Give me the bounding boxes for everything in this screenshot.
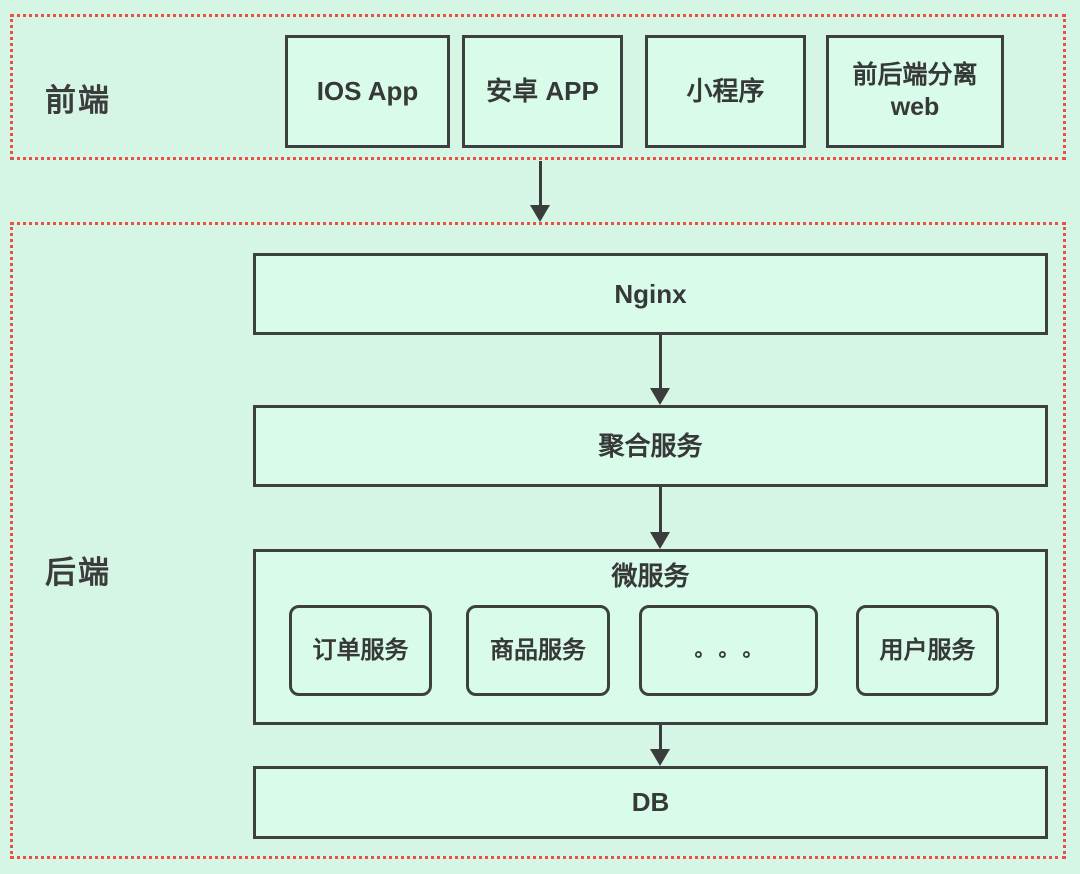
backend-section-label: 后端 xyxy=(45,555,111,590)
node-mini-program: 小程序 xyxy=(645,35,806,148)
node-android-app: 安卓 APP xyxy=(462,35,623,148)
node-separated-web: 前后端分离 web xyxy=(826,35,1004,148)
arrow-down-icon xyxy=(530,205,550,222)
node-more-services-ellipsis: 。。。 xyxy=(639,605,818,696)
node-user-service: 用户服务 xyxy=(856,605,999,696)
node-microservices-container: 微服务 订单服务 商品服务 。。。 用户服务 xyxy=(253,549,1048,725)
arrow-down-icon xyxy=(650,532,670,549)
node-aggregation-service: 聚合服务 xyxy=(253,405,1048,487)
node-nginx: Nginx xyxy=(253,253,1048,335)
backend-section: 后端 Nginx 聚合服务 微服务 订单服务 商品服务 。。。 用户服务 DB xyxy=(10,222,1066,859)
arrow-nginx-to-aggregation xyxy=(647,335,673,405)
node-order-service: 订单服务 xyxy=(289,605,432,696)
arrow-aggregation-to-microservices xyxy=(647,487,673,549)
arrow-line xyxy=(658,725,662,749)
arrow-line xyxy=(538,161,542,205)
node-db: DB xyxy=(253,766,1048,839)
arrow-down-icon xyxy=(650,388,670,405)
arrow-frontend-to-backend xyxy=(527,161,553,222)
arrow-microservices-to-db xyxy=(647,725,673,766)
frontend-section-label: 前端 xyxy=(45,83,111,118)
arrow-down-icon xyxy=(650,749,670,766)
arrow-line xyxy=(658,487,662,532)
node-ios-app: IOS App xyxy=(285,35,450,148)
arrow-line xyxy=(658,335,662,388)
microservices-label: 微服务 xyxy=(611,561,690,591)
frontend-section: 前端 IOS App 安卓 APP 小程序 前后端分离 web xyxy=(10,14,1066,160)
node-goods-service: 商品服务 xyxy=(466,605,610,696)
